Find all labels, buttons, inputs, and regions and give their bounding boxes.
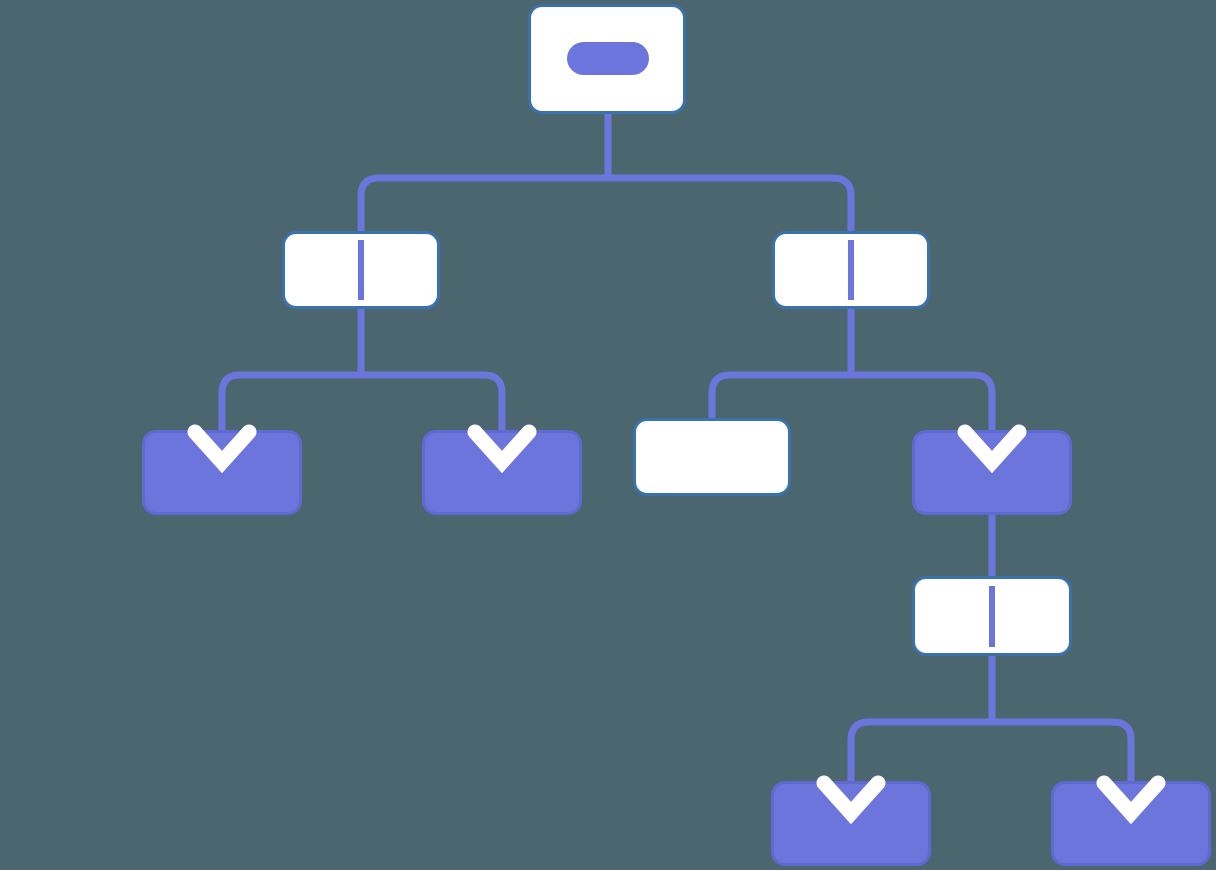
node-n-left[interactable] xyxy=(282,231,440,309)
node-n-right[interactable] xyxy=(772,231,930,309)
node-n-mid[interactable] xyxy=(912,430,1072,515)
node-pill-badge xyxy=(567,42,649,75)
node-leaf-4[interactable] xyxy=(1051,781,1211,866)
node-n-plain[interactable] xyxy=(633,418,791,496)
node-root[interactable] xyxy=(528,4,686,114)
node-leaf-1[interactable] xyxy=(142,430,302,515)
node-leaf-3[interactable] xyxy=(771,781,931,866)
node-n-pass[interactable] xyxy=(912,576,1072,656)
node-leaf-2[interactable] xyxy=(422,430,582,515)
